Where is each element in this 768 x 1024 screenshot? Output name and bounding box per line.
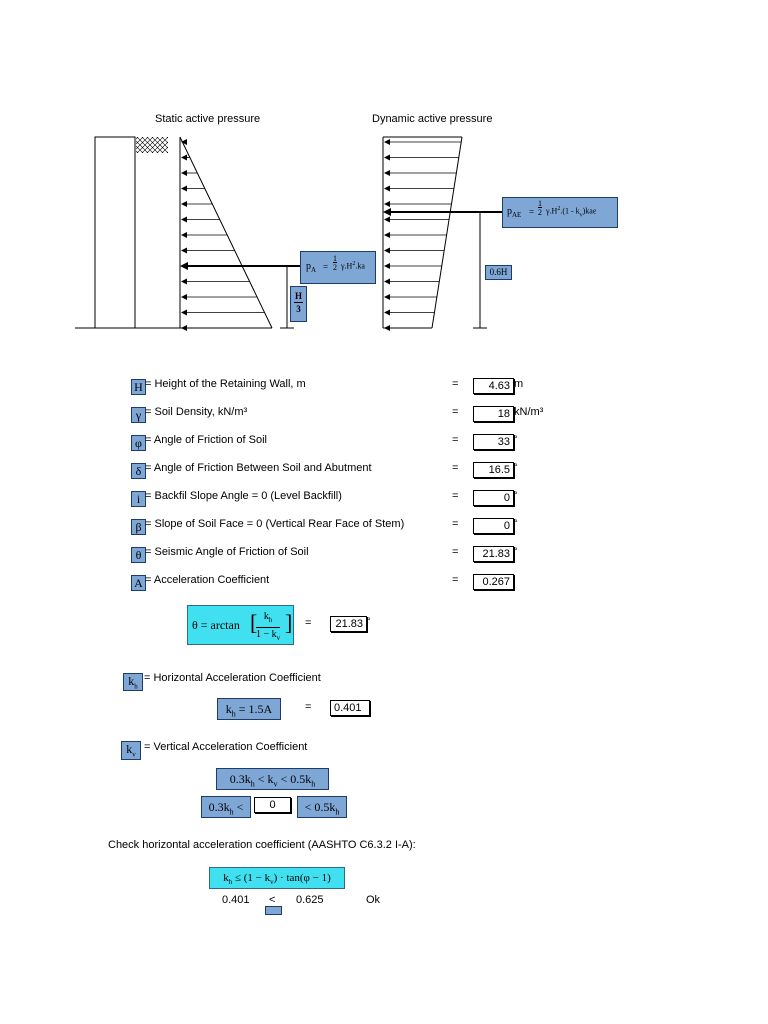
- param-equals-soil-face-slope: =: [452, 518, 459, 530]
- retaining-wall: [75, 136, 180, 329]
- param-equals-wall-friction: =: [452, 462, 459, 474]
- param-value-seismic-angle[interactable]: 21.83: [473, 546, 514, 562]
- param-symbol-backfill-slope: i: [131, 491, 146, 507]
- param-description-density: = Soil Density, kN/m³: [145, 406, 248, 418]
- kh-value[interactable]: 0.401: [330, 700, 370, 716]
- dynamic-pressure-arrow-head: [384, 139, 390, 145]
- static-pressure-arrow-head: [181, 201, 187, 207]
- kv-lower-bound: 0.3kh <: [201, 796, 251, 818]
- kh-symbol: kh: [123, 673, 143, 691]
- param-symbol-height: H: [131, 379, 146, 395]
- static-pressure-title: Static active pressure: [155, 113, 261, 125]
- dynamic-pressure-arrow-head: [384, 170, 390, 176]
- static-pressure-arrow-head: [181, 247, 187, 254]
- check-result: Ok: [366, 894, 381, 906]
- kv-description: = Vertical Acceleration Coefficient: [144, 741, 308, 753]
- dynamic-pressure-arrow-head: [384, 232, 390, 238]
- param-description-backfill-slope: = Backfil Slope Angle = 0 (Level Backfil…: [145, 490, 342, 502]
- theta-unit: °: [367, 616, 371, 626]
- static-pressure-arrow-head: [181, 232, 187, 238]
- param-equals-density: =: [452, 406, 459, 418]
- static-pressure-arrow-head: [181, 309, 187, 316]
- static-h-third-label: H 3: [290, 286, 307, 322]
- kh-formula: kh = 1.5A: [217, 698, 281, 720]
- static-pressure-arrow-head: [181, 325, 187, 331]
- kv-upper-bound: < 0.5kh: [297, 796, 347, 818]
- dynamic-pressure-arrow-head: [384, 185, 390, 192]
- param-unit-height: m: [514, 378, 524, 390]
- param-symbol-soil-face-slope: β: [131, 519, 146, 535]
- param-value-density[interactable]: 18: [473, 406, 514, 422]
- param-description-seismic-angle: = Seismic Angle of Friction of Soil: [145, 546, 309, 558]
- param-unit-friction: °: [514, 434, 518, 444]
- param-unit-seismic-angle: °: [514, 546, 518, 556]
- dynamic-06h-label: 0.6H: [485, 265, 512, 280]
- dynamic-pressure-title: Dynamic active pressure: [372, 113, 493, 125]
- static-pressure-arrow-head: [181, 278, 187, 285]
- kh-description: = Horizontal Acceleration Coefficient: [144, 672, 321, 684]
- dynamic-pressure-arrow-head: [384, 325, 390, 331]
- dynamic-pressure-arrow-head: [384, 201, 390, 207]
- static-pressure-arrow-head: [181, 294, 187, 300]
- static-pressure-arrow-head: [181, 170, 187, 176]
- param-unit-wall-friction: °: [514, 462, 518, 472]
- check-right-value: 0.625: [296, 894, 324, 906]
- param-equals-friction: =: [452, 434, 459, 446]
- param-description-acceleration: = Acceleration Coefficient: [145, 574, 270, 586]
- theta-value[interactable]: 21.83: [330, 616, 367, 632]
- param-unit-soil-face-slope: °: [514, 518, 518, 528]
- param-symbol-wall-friction: δ: [131, 463, 146, 479]
- dynamic-pressure-arrow-head: [384, 216, 390, 223]
- param-equals-height: =: [452, 378, 459, 390]
- static-pressure-arrow-head: [181, 185, 187, 192]
- dynamic-pressure-arrow-head: [384, 309, 390, 316]
- check-operator-marker: [265, 906, 282, 915]
- param-symbol-friction: φ: [131, 435, 146, 451]
- kv-value[interactable]: 0: [254, 797, 291, 813]
- param-value-wall-friction[interactable]: 16.5: [473, 462, 514, 478]
- check-formula: kh ≤ (1 − kv) · tan(φ − 1): [209, 867, 345, 889]
- param-symbol-acceleration: A: [131, 575, 146, 591]
- param-description-height: = Height of the Retaining Wall, m: [145, 378, 306, 390]
- kv-symbol: kv: [121, 741, 141, 760]
- param-value-height[interactable]: 4.63: [473, 378, 514, 394]
- theta-formula: θ = arctan [ kh 1 − kv ]: [187, 605, 294, 645]
- param-description-friction: = Angle of Friction of Soil: [145, 434, 267, 446]
- pressure-diagram: [75, 136, 503, 331]
- static-pressure-triangle: [179, 136, 273, 329]
- param-equals-seismic-angle: =: [452, 546, 459, 558]
- param-value-acceleration[interactable]: 0.267: [473, 574, 514, 590]
- static-pressure-arrow-head: [181, 216, 187, 223]
- dynamic-pressure-arrow-head: [384, 154, 390, 161]
- param-equals-backfill-slope: =: [452, 490, 459, 502]
- dynamic-pressure-arrow-head: [384, 294, 390, 300]
- dynamic-pressure-trapezoid: [382, 136, 463, 329]
- param-value-backfill-slope[interactable]: 0: [473, 490, 514, 506]
- theta-equals: =: [305, 617, 312, 629]
- dynamic-pressure-arrow-head: [384, 278, 390, 285]
- check-left-value: 0.401: [222, 894, 250, 906]
- param-symbol-density: γ: [131, 407, 146, 423]
- kh-equals: =: [305, 701, 312, 713]
- dynamic-pressure-arrow-head: [384, 247, 390, 254]
- kv-range-formula: 0.3kh < kv < 0.5kh: [216, 768, 329, 790]
- dynamic-pressure-arrow-head: [384, 263, 390, 269]
- static-pressure-arrow-head: [181, 154, 187, 161]
- param-description-soil-face-slope: = Slope of Soil Face = 0 (Vertical Rear …: [145, 518, 405, 530]
- param-value-soil-face-slope[interactable]: 0: [473, 518, 514, 534]
- static-pressure-arrow-head: [181, 139, 187, 145]
- param-value-friction[interactable]: 33: [473, 434, 514, 450]
- param-unit-backfill-slope: °: [514, 490, 518, 500]
- param-symbol-seismic-angle: θ: [131, 547, 146, 563]
- check-operator: <: [269, 894, 276, 906]
- dynamic-pressure-arrows: [384, 139, 462, 331]
- param-equals-acceleration: =: [452, 574, 459, 586]
- param-description-wall-friction: = Angle of Friction Between Soil and Abu…: [145, 462, 372, 474]
- param-unit-density: kN/m³: [514, 406, 544, 418]
- soil-hatch: [136, 137, 168, 153]
- check-title: Check horizontal acceleration coefficien…: [108, 839, 416, 851]
